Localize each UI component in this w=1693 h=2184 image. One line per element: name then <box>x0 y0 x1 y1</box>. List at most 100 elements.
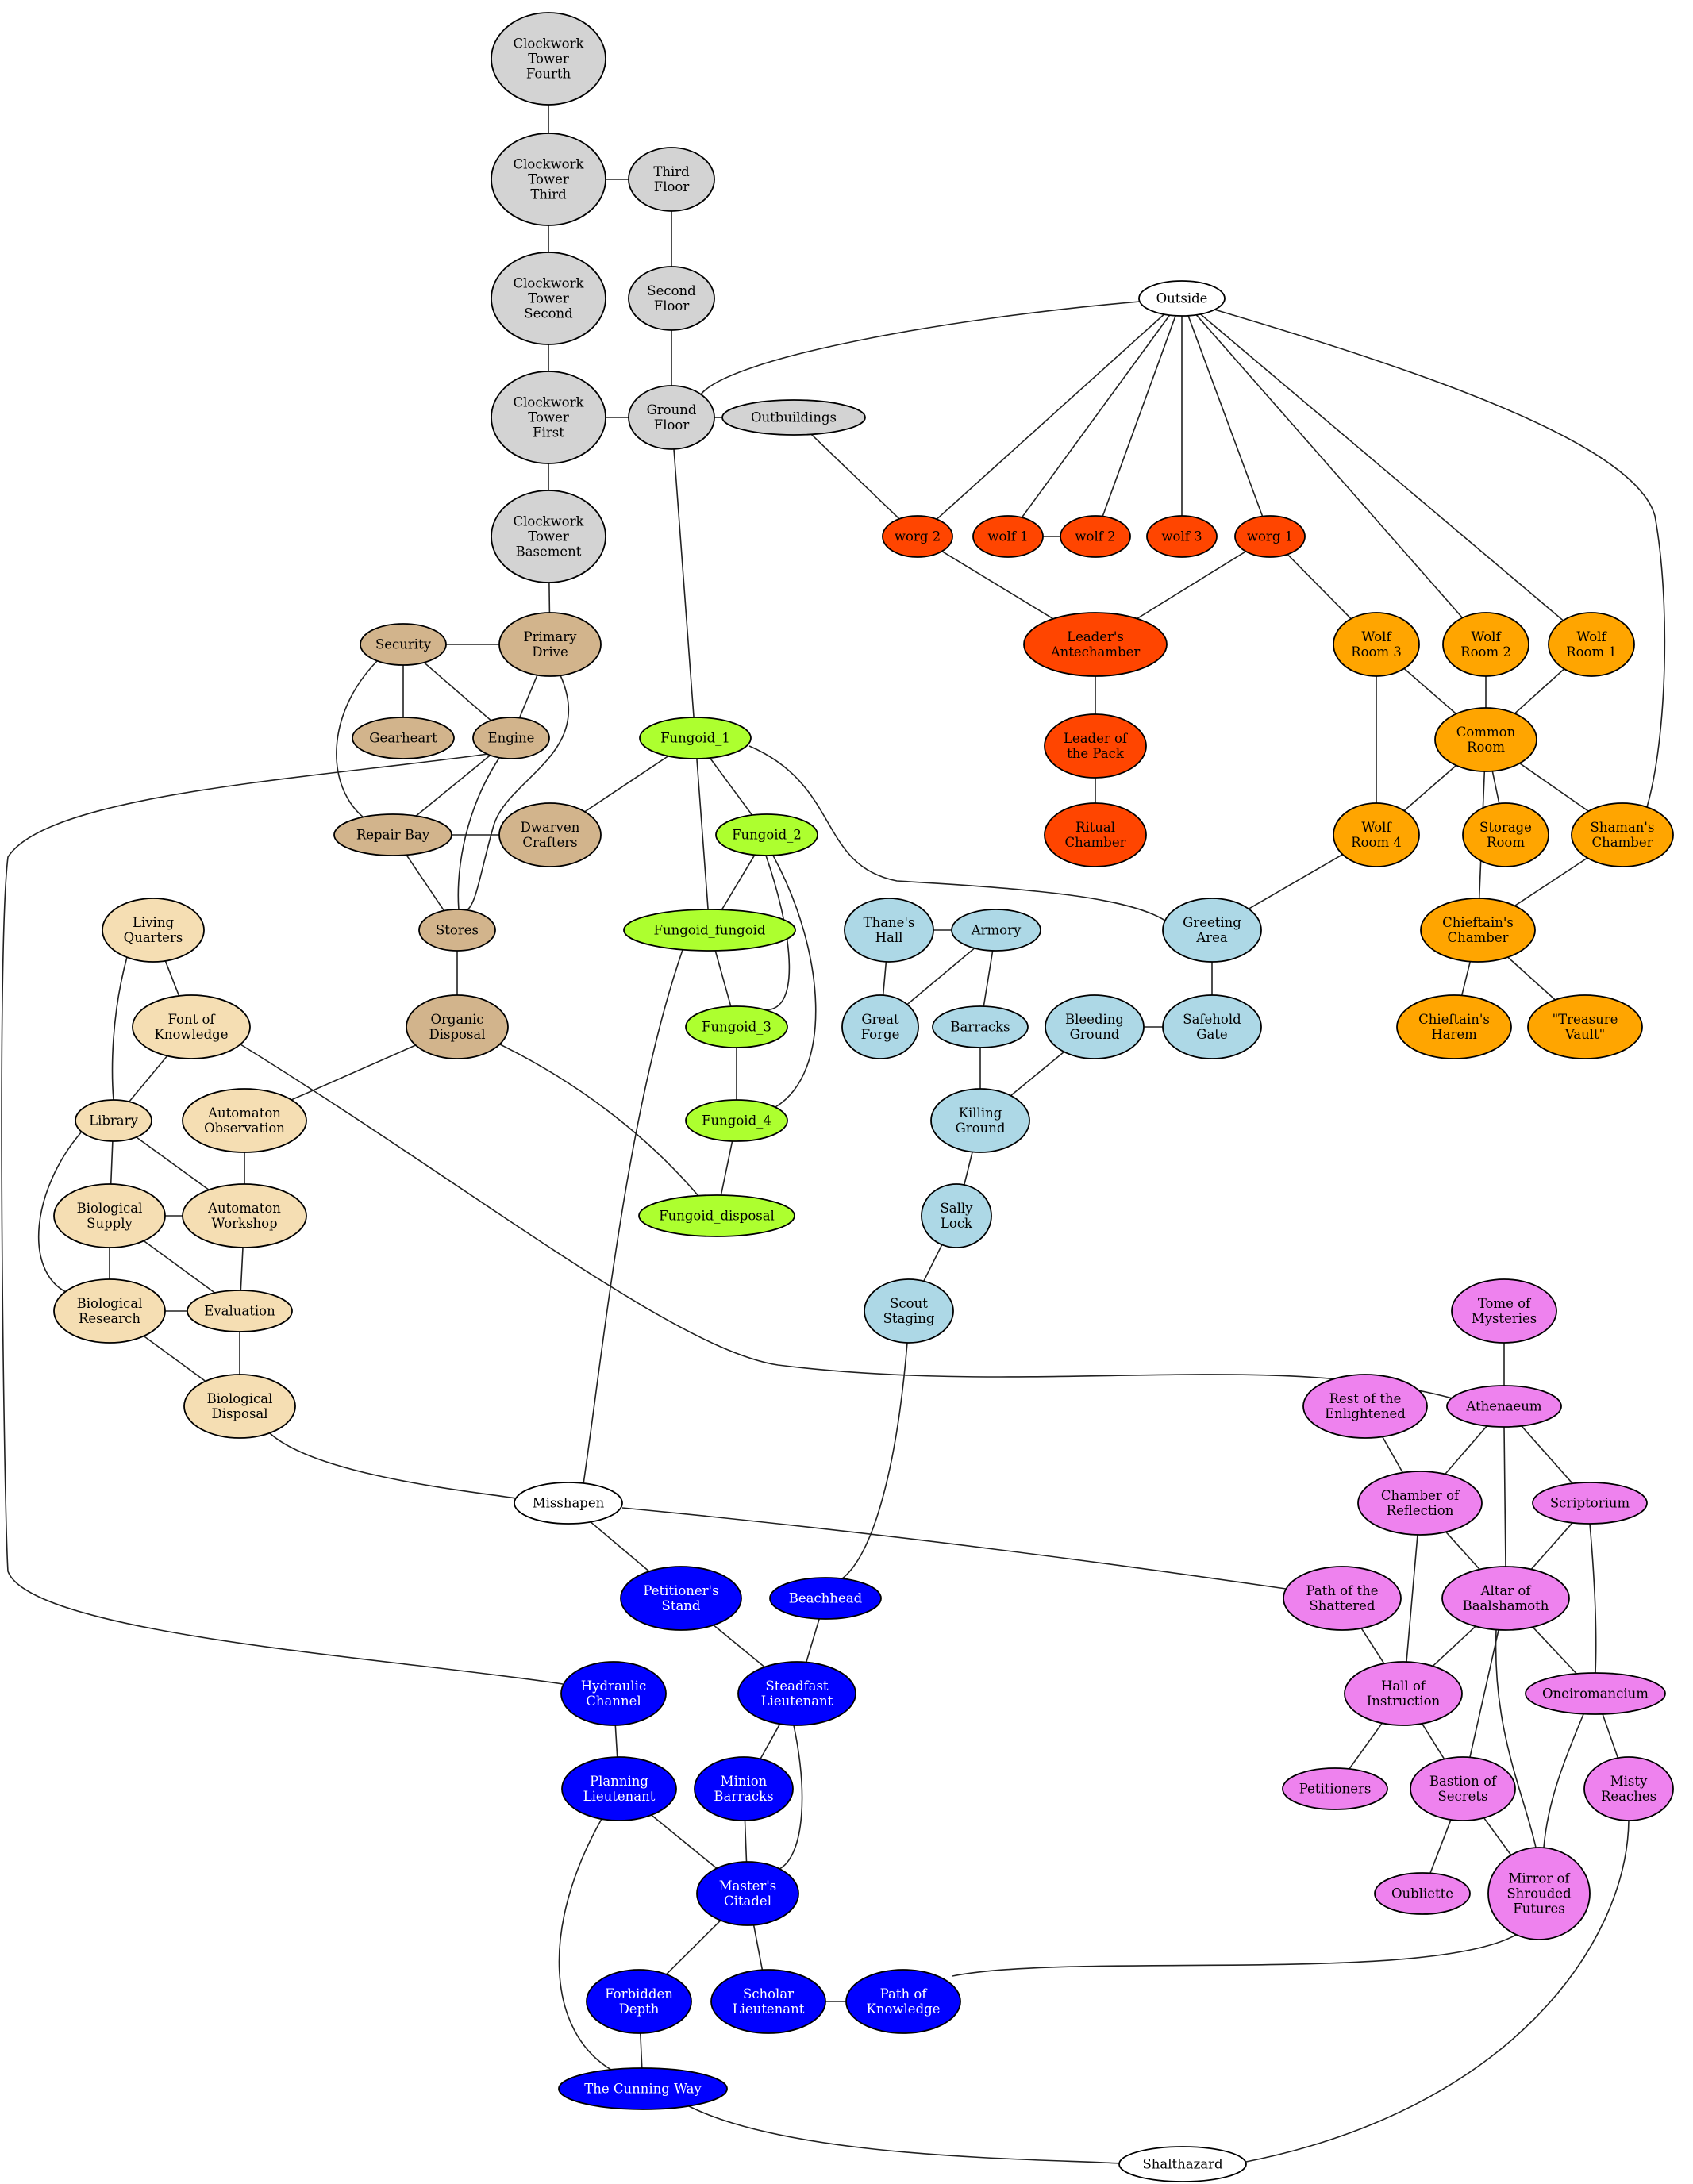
edge-outside-worg1 <box>1187 315 1264 517</box>
node-label-chieftain: Chieftain's <box>1442 915 1514 930</box>
node-wolf3: wolf 3 <box>1146 515 1218 558</box>
node-label-ground: Floor <box>654 417 690 433</box>
node-label-eval: Evaluation <box>204 1304 275 1319</box>
node-label-wr4: Room 4 <box>1351 835 1402 850</box>
node-label-pathknow: Path of <box>880 1986 929 2001</box>
edge-common-shaman <box>1519 763 1589 812</box>
edge-script-oneiro <box>1589 1523 1597 1674</box>
edge-f1-greeting <box>748 745 1166 921</box>
node-shape-steadfast <box>737 1661 856 1726</box>
node-label-biodisp: Biological <box>207 1391 273 1406</box>
node-label-master: Citadel <box>724 1894 771 1909</box>
node-label-leader: Leader of <box>1064 731 1129 746</box>
node-label-forge: Forge <box>861 1027 900 1042</box>
node-shape-second <box>628 266 715 331</box>
node-label-sally: Lock <box>941 1216 973 1231</box>
node-label-fdisp: Fungoid_disposal <box>659 1209 775 1224</box>
edge-hydraulic-planning <box>614 1725 618 1758</box>
node-label-second: Second <box>647 283 696 298</box>
node-shape-oubliette <box>1374 1872 1471 1915</box>
node-label-mirror: Futures <box>1513 1901 1564 1917</box>
edge-common-wr4 <box>1403 764 1457 812</box>
node-shalthazard: Shalthazard <box>1118 2146 1247 2182</box>
node-shape-athen <box>1446 1385 1562 1428</box>
edge-outside-wr2 <box>1195 314 1464 619</box>
node-shape-ff <box>623 909 796 952</box>
node-label-scholar: Lieutenant <box>733 2001 805 2017</box>
node-label-oubliette: Oubliette <box>1391 1886 1453 1901</box>
node-label-cwt4: Tower <box>528 52 569 67</box>
node-label-biores: Research <box>79 1311 140 1326</box>
node-label-wr2: Room 2 <box>1460 644 1511 659</box>
node-label-outside: Outside <box>1156 291 1208 306</box>
edge-primary-engine <box>518 675 538 718</box>
edge-scout-beachhead <box>841 1342 908 1580</box>
node-shape-autowork <box>182 1183 307 1248</box>
node-shape-planning <box>561 1756 677 1821</box>
node-shape-reflect <box>1357 1471 1483 1536</box>
node-shape-wr4 <box>1333 802 1420 867</box>
node-label-shattered: Shattered <box>1309 1598 1375 1613</box>
node-security: Security <box>360 623 447 666</box>
node-label-outb: Outbuildings <box>751 410 837 425</box>
node-shape-hydraulic <box>560 1661 667 1726</box>
node-label-wr1: Room 1 <box>1566 644 1617 659</box>
node-shape-outside <box>1138 280 1226 317</box>
node-label-biodisp: Disposal <box>211 1406 267 1421</box>
node-label-autowork: Automaton <box>207 1201 281 1216</box>
node-shape-chieftain <box>1420 898 1536 963</box>
node-shape-harem <box>1396 994 1512 1059</box>
edge-mirror-pathknow <box>952 1934 1517 1977</box>
edge-biores-biodisp <box>143 1335 206 1382</box>
node-shape-pathknow <box>845 1969 961 2034</box>
node-shape-wolf2 <box>1060 515 1131 558</box>
node-shape-biodisp <box>183 1374 296 1439</box>
node-ff: Fungoid_fungoid <box>623 909 796 952</box>
node-f3: Fungoid_3 <box>685 1005 788 1048</box>
node-label-petstand: Petitioner's <box>643 1583 718 1598</box>
node-label-dwarven: Dwarven <box>521 820 580 835</box>
edge-rest-reflect <box>1382 1436 1403 1473</box>
node-label-antech: Leader's <box>1067 629 1124 644</box>
edge-security-repair <box>336 660 378 818</box>
edge-autowork-eval <box>240 1247 244 1291</box>
node-stores: Stores <box>418 909 496 952</box>
node-label-sally: Sally <box>940 1201 973 1216</box>
node-label-cwt4: Clockwork <box>513 37 584 52</box>
node-label-second: Floor <box>654 298 690 313</box>
edge-bleeding-killing <box>1010 1051 1065 1097</box>
edge-ground-outside <box>700 301 1141 395</box>
node-label-cwt1: Clockwork <box>513 395 584 410</box>
node-label-athen: Athenaeum <box>1465 1399 1542 1414</box>
edge-reflect-hall <box>1406 1534 1418 1663</box>
edge-outb-worg2 <box>810 433 900 520</box>
node-shape-f4 <box>685 1099 788 1142</box>
node-label-thane: Thane's <box>864 915 915 930</box>
edge-library-biosup <box>110 1140 114 1185</box>
node-label-master: Master's <box>719 1878 777 1894</box>
node-wolf1: wolf 1 <box>972 515 1044 558</box>
edge-organic-autoobs <box>291 1044 417 1101</box>
node-label-cwtb: Tower <box>528 529 569 544</box>
node-label-f4: Fungoid_4 <box>702 1113 771 1129</box>
node-label-autowork: Workshop <box>211 1216 277 1231</box>
node-label-ritual: Ritual <box>1075 820 1115 835</box>
node-oneiro: Oneiromancium <box>1525 1672 1666 1715</box>
node-label-shaman: Shaman's <box>1591 820 1655 835</box>
node-shape-barracks <box>932 1005 1029 1048</box>
edge-living-library <box>111 956 128 1101</box>
node-label-misty: Misty <box>1610 1774 1648 1789</box>
node-label-dwarven: Crafters <box>522 835 577 850</box>
